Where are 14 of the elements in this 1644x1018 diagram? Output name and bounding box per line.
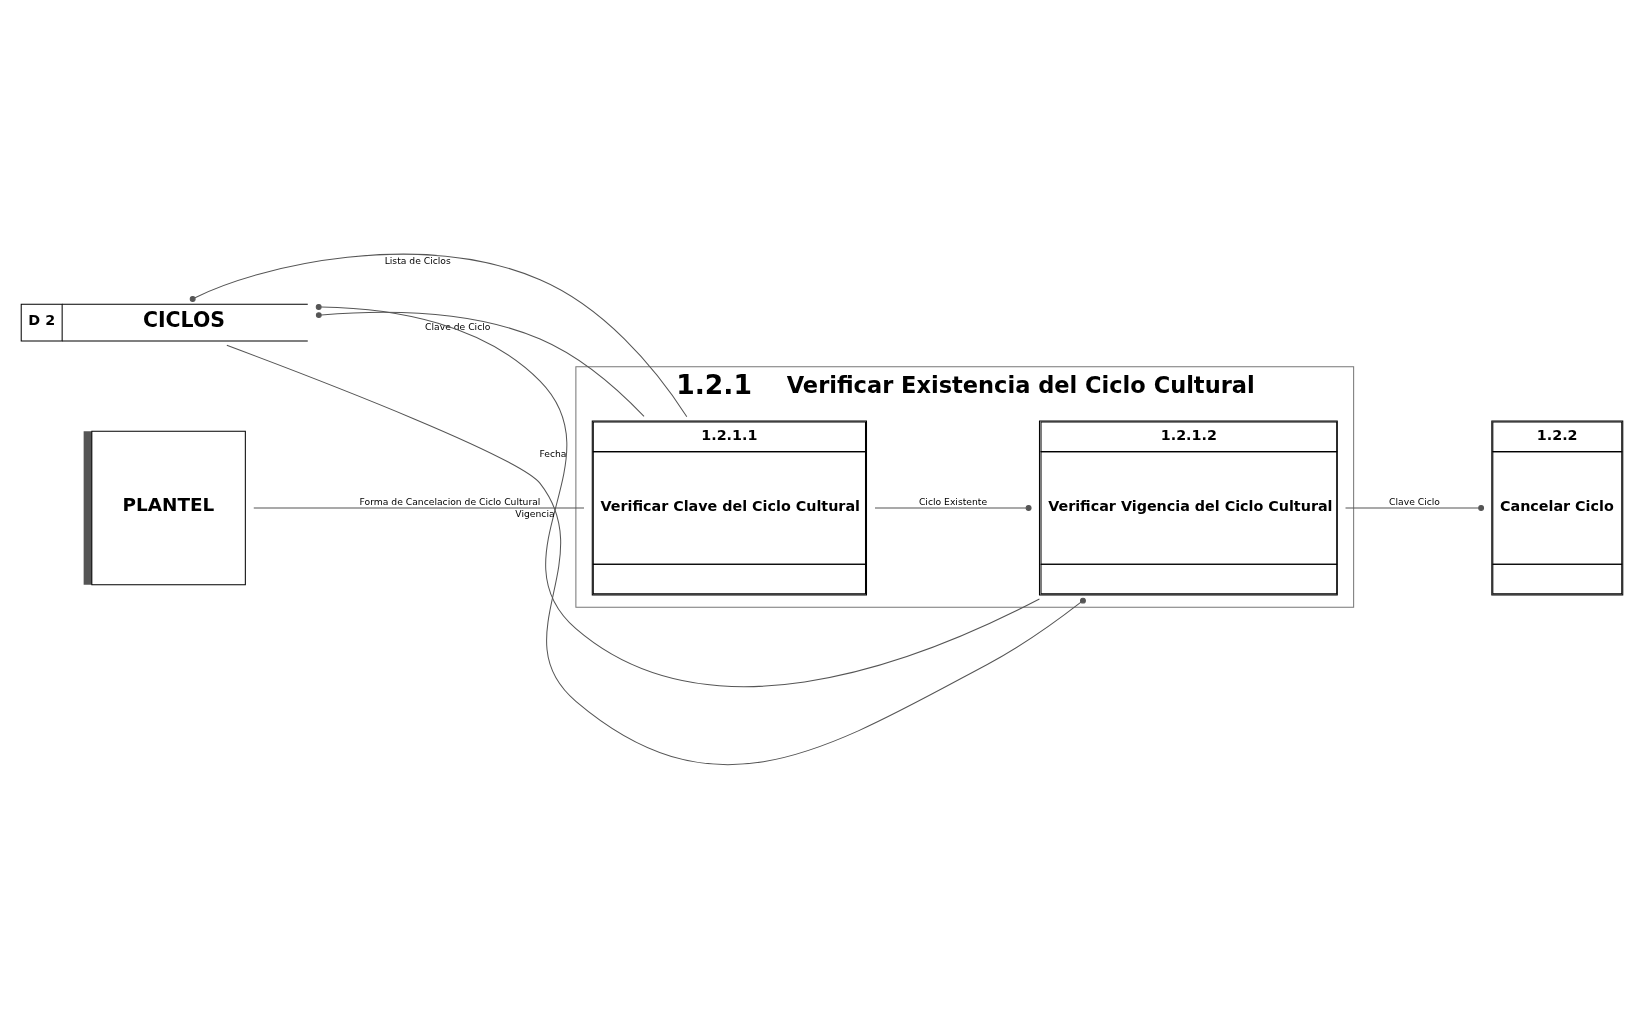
edge-label: Vigencia <box>515 507 555 519</box>
edge-label: Clave de Ciclo <box>425 320 491 332</box>
edge-label: Lista de Ciclos <box>384 254 451 266</box>
connector <box>315 311 645 417</box>
connector <box>874 504 1032 511</box>
edge-label: Forma de Cancelacion de Ciclo Cultural <box>359 495 541 507</box>
edge-label: Fecha <box>539 447 567 459</box>
edge-label: Ciclo Existente <box>918 495 988 507</box>
connector <box>226 344 1086 765</box>
connector <box>253 506 585 508</box>
connector <box>1345 504 1485 511</box>
connector <box>189 253 688 417</box>
edge-label: Clave Ciclo <box>1389 495 1440 507</box>
connector <box>315 303 1040 687</box>
